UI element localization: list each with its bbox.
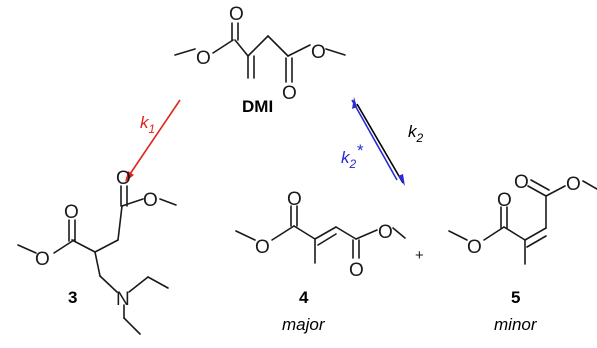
c4-carbonyl-oxygen-2: O	[349, 260, 364, 281]
c3-ester-oxygen-2: O	[143, 190, 158, 211]
equilibrium-arrows	[351, 97, 405, 186]
compound-4-label: 4	[299, 288, 309, 307]
c4-ester-oxygen: O	[255, 237, 270, 258]
compound-3-label: 3	[68, 288, 77, 307]
c3-carbonyl-oxygen: O	[64, 202, 79, 223]
rate-label-k1: k1	[140, 113, 155, 136]
c5-carbonyl-oxygen-2: O	[514, 172, 529, 193]
rate-label-k2-star: k2*	[341, 141, 364, 171]
dmi-ester-oxygen-2: O	[311, 42, 326, 63]
compound-3-structure: O O O O N	[17, 168, 177, 335]
dmi-carbonyl-oxygen-2: O	[282, 83, 297, 104]
dmi-structure: O O O O	[174, 4, 346, 104]
c4-carbonyl-oxygen: O	[287, 189, 302, 210]
compound-5-note: minor	[494, 315, 538, 334]
dmi-ester-oxygen: O	[196, 48, 211, 69]
compound-5-label: 5	[511, 288, 520, 307]
compound-5-structure: O O O O	[448, 172, 597, 265]
dmi-label: DMI	[242, 97, 273, 116]
k1-arrow	[125, 99, 181, 182]
c5-ester-oxygen-2: O	[566, 174, 581, 195]
c5-carbonyl-oxygen: O	[497, 190, 512, 211]
c4-ester-oxygen-2: O	[378, 222, 393, 243]
c3-nitrogen: N	[116, 289, 130, 310]
c5-ester-oxygen: O	[467, 237, 482, 258]
dmi-carbonyl-oxygen: O	[229, 4, 244, 25]
c3-carbonyl-oxygen-2: O	[116, 168, 131, 189]
c3-ester-oxygen: O	[35, 249, 50, 270]
compound-4-structure: O O O O	[235, 189, 406, 281]
plus-sign: +	[415, 247, 424, 264]
compound-4-note: major	[282, 315, 326, 334]
rate-label-k2: k2	[408, 122, 424, 145]
